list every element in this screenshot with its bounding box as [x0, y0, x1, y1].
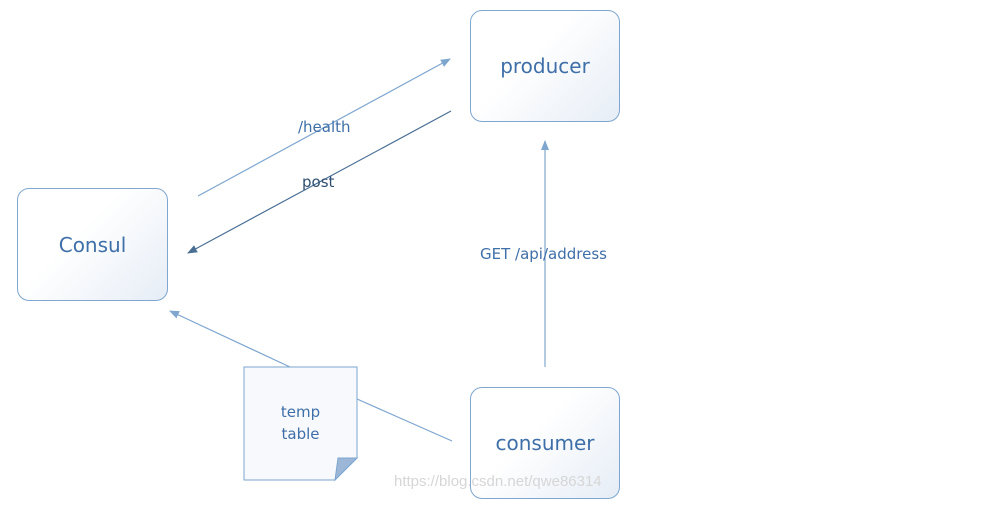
temp-table-label: temp table — [244, 401, 357, 445]
producer-label: producer — [500, 54, 590, 78]
edge-post-arrow — [187, 110, 452, 254]
producer-node: producer — [470, 10, 620, 122]
edge-label-post: post — [302, 173, 335, 191]
temp-table-note — [243, 366, 359, 482]
consul-label: Consul — [58, 232, 127, 257]
edge-note-consul-arrow — [169, 310, 291, 368]
consumer-node: consumer — [470, 387, 620, 499]
edge-label-health: /health — [298, 118, 351, 136]
watermark-text: https://blog.csdn.net/qwe86314 — [394, 473, 602, 490]
temp-table-line1: temp — [280, 403, 321, 421]
consul-node: Consul — [17, 188, 168, 301]
consumer-label: consumer — [495, 431, 595, 455]
temp-table-line2: table — [281, 425, 320, 443]
edge-consumer-note — [356, 398, 453, 442]
note-fold-corner — [334, 457, 359, 482]
edge-label-get-address: GET /api/address — [480, 245, 607, 263]
edge-health-arrow — [197, 58, 451, 197]
